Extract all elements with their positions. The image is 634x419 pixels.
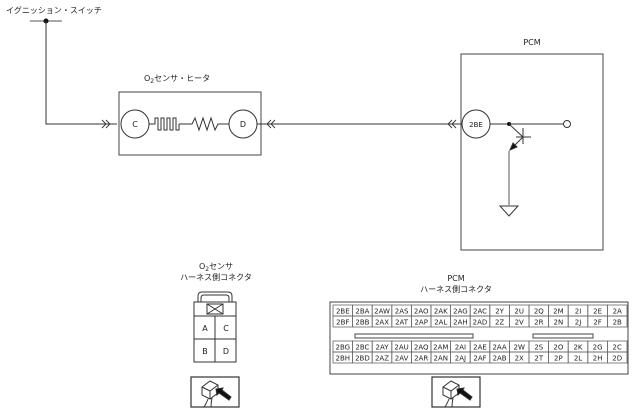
pcm-pin-label: 2AX [375,318,389,326]
pcm-pin-label: 2BF [336,318,349,326]
pcm-pin-label: 2AT [395,318,409,326]
sensor-pin-d-label: D [240,120,246,129]
pcm-pin-label: 2AL [434,318,447,326]
pcm-pin-label: 2AK [434,307,448,315]
pcm-pin-label: 2AI [455,343,466,351]
pcm-pin-label: 2W [514,343,525,351]
pcm-pin-label: 2N [554,318,564,326]
pcm-pin-label: 2BD [355,354,370,362]
pcm-pin-label: 2BB [355,318,369,326]
ignition-switch-label: イグニッション・スイッチ [6,5,102,15]
pcm-pin-label: 2AN [434,354,448,362]
pcm-pin-label: 2AH [453,318,468,326]
pcm-pin-label: 2A [613,307,622,315]
pcm-box [460,53,604,251]
pcm-pin-label: 2AG [453,307,468,315]
pcm-pin-label: 2Z [495,318,504,326]
pcm-pin-label: 2C [613,343,622,351]
pcm-pin-label: 2B [613,318,622,326]
pcm-pin-label: 2AW [374,307,390,315]
pcm-pin-label: 2AB [493,354,507,362]
pcm-connector-face [329,301,629,375]
pcm-pin-label: 2BA [355,307,369,315]
pcm-pin-label: 2R [534,318,543,326]
pcm-terminal-icon [563,120,571,128]
pcm-pin-label: 2AC [473,307,487,315]
pcm-pin-label: 2AZ [375,354,389,362]
connector-arrow-icon [266,119,457,129]
pcm-pin-label: 2AE [473,343,487,351]
connector-view-icon [190,376,240,408]
pcm-title: PCM [523,38,540,47]
pcm-pin-label: 2AO [414,307,429,315]
pcm-pin-label: 2M [553,307,564,315]
sensor-pin-c-label: C [132,120,138,129]
pcm-pin-label: 2L [574,354,582,362]
pcm-pin-2be-label: 2BE [469,121,483,129]
pcm-pin-cell [607,315,628,328]
connector-view-icon [431,376,481,408]
o2-connector-subtitle: ハーネス側コネクタ [180,272,252,282]
pcm-pin-label: 2BG [336,343,351,351]
pcm-pin-label: 2BC [355,343,369,351]
sensor-title: O2センサ・ヒータ [144,74,210,85]
pcm-pin-label: 2AQ [414,343,429,351]
pcm-pin-label: 2G [593,343,603,351]
pcm-pin-label: 2J [575,318,582,326]
pcm-pin-label: 2AF [473,354,486,362]
pcm-pin-label: 2BE [336,307,350,315]
pcm-pin-label: 2AA [492,343,506,351]
pcm-pin-label: 2AV [395,354,409,362]
pcm-pin-label: 2AR [414,354,428,362]
pcm-pin-label: 2S [534,343,543,351]
pcm-pin-label: 2O [553,343,563,351]
heater-element-icon [149,117,180,131]
pcm-connector-title: PCM [447,274,464,283]
o2-connector-title: O2センサ [199,262,233,273]
pcm-pin-label: 2F [593,318,601,326]
pcm-pin-label: 2AM [433,343,448,351]
pcm-pin-label: 2H [593,354,603,362]
pcm-connector-latch-right [532,333,594,339]
pcm-pin-label: 2P [554,354,563,362]
o2-pin-c: C [223,324,229,333]
pcm-pin-label: 2V [515,318,524,326]
pcm-pin-label: 2AY [376,343,390,351]
transistor-icon [508,123,531,151]
wire-ignition-to-sensor [45,21,117,125]
pcm-pin-label: 2T [534,354,543,362]
pcm-pin-label: 2I [575,307,582,315]
pcm-pin-label: 2Q [534,307,544,315]
connector-arrow-icon [101,119,111,129]
pcm-pin-label: 2AP [414,318,427,326]
o2-pin-a: A [202,324,208,333]
pcm-pin-label: 2E [593,307,602,315]
o2-pin-b: B [202,347,208,356]
pcm-pin-label: 2AD [473,318,488,326]
pcm-pin-label: 2D [612,354,622,362]
ground-icon [498,205,520,217]
pcm-pin-label: 2X [515,354,524,362]
pcm-pin-label: 2AJ [455,354,466,362]
pcm-pin-label: 2K [573,343,582,351]
pcm-pin-label: 2BH [336,354,351,362]
pcm-pin-label: 2Y [495,307,504,315]
resistor-icon [179,116,229,132]
pcm-connector-subtitle: ハーネス側コネクタ [420,284,492,294]
pcm-pin-label: 2U [514,307,524,315]
pcm-pin-cell [607,351,628,364]
pcm-connector-pin-grid: 2BE 2BA 2AW 2AS 2AO 2AK 2AG 2AC 2Y 2U 2Q 2M 2I 2E 2A 2B… [332,304,628,364]
pcm-connector-latch-left [354,333,474,339]
pcm-pin-label: 2AS [395,307,409,315]
o2-pin-d: D [223,347,229,356]
pcm-pin-label: 2AU [394,343,408,351]
o2-connector-face [193,291,237,363]
